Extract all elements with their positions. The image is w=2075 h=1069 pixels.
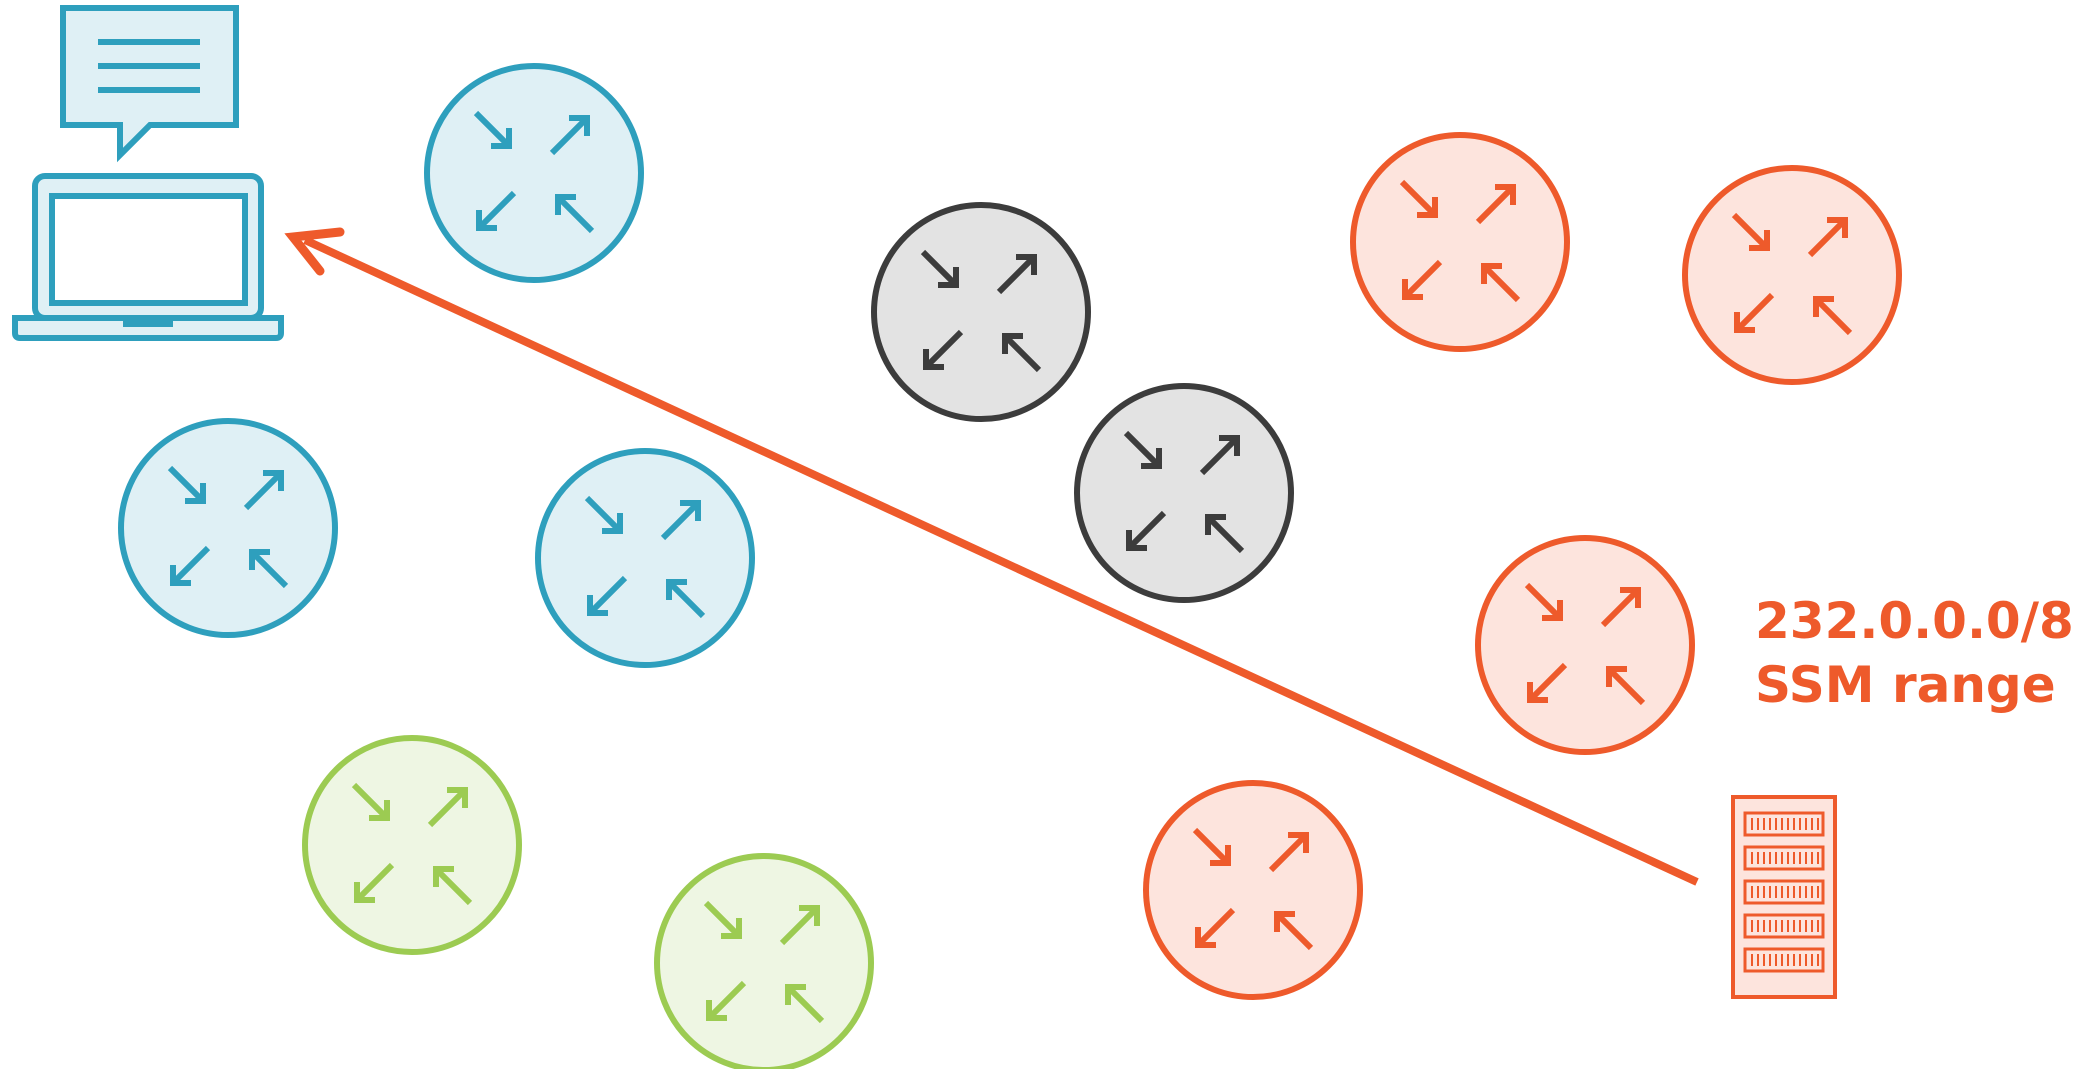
ssm-range-caption: SSM range: [1755, 656, 2056, 714]
router-icon: [302, 735, 522, 955]
router-icon: [1475, 535, 1695, 755]
router-icon: [1143, 780, 1363, 1000]
router-icon: [1350, 132, 1570, 352]
router-icon: [1074, 383, 1294, 603]
router-icon: [535, 448, 755, 668]
router-icon: [1682, 165, 1902, 385]
ssm-range-label: 232.0.0.0/8 SSM range: [1755, 592, 2074, 714]
router-icon: [424, 63, 644, 283]
server-rack-icon: [1731, 795, 1837, 999]
router-icon: [654, 853, 874, 1069]
ssm-range-address: 232.0.0.0/8: [1755, 592, 2074, 650]
laptop-with-chat-bubble-icon: [12, 5, 284, 341]
router-icon: [871, 202, 1091, 422]
router-icon: [118, 418, 338, 638]
multicast-flow-arrow: [284, 227, 1699, 886]
